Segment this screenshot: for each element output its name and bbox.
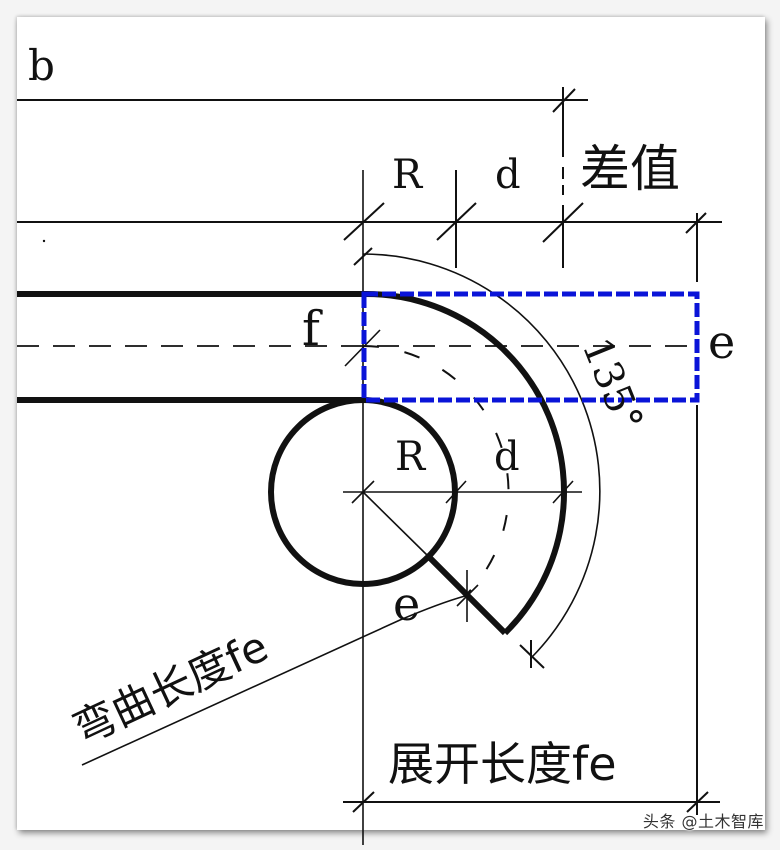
tick-d-right <box>542 202 584 243</box>
label-unfolded-length: 展开长度fe <box>388 737 617 791</box>
stray-dot <box>42 239 46 243</box>
tick-R-right <box>436 202 477 241</box>
label-difference: 差值 <box>580 140 680 198</box>
label-e-right: e <box>708 315 735 369</box>
highlight-box <box>361 291 700 403</box>
rebar-center-arc <box>362 345 510 596</box>
tick-center <box>351 480 375 504</box>
rebar-outer-arc <box>362 290 567 636</box>
label-d-top: d <box>495 152 521 198</box>
label-bend-length: 弯曲长度fe <box>66 621 276 754</box>
label-d-mid: d <box>494 434 520 480</box>
label-e-bottom: e <box>393 577 420 631</box>
watermark: 头条 @土木智库 <box>642 812 764 831</box>
tick-R-mid <box>445 480 467 504</box>
tick-d-mid <box>552 480 574 504</box>
label-f: f <box>302 301 323 357</box>
leader-line-bend-length <box>81 595 466 766</box>
tick-unfolded-right <box>686 791 709 813</box>
angle-arc-135 <box>362 253 601 658</box>
tick-R-left <box>343 202 385 241</box>
tick-e-bottom <box>456 584 479 607</box>
diagram-frame <box>17 17 765 830</box>
label-R-top: R <box>392 152 424 198</box>
radius-45-line <box>362 491 429 557</box>
label-R-mid: R <box>395 434 427 480</box>
tick-arc-start <box>353 247 373 266</box>
label-angle-135: 135° <box>573 332 652 439</box>
tick-e-top <box>685 212 707 234</box>
label-b: b <box>28 41 55 90</box>
tick-unfolded-left <box>352 791 375 813</box>
tick-b <box>552 88 576 113</box>
